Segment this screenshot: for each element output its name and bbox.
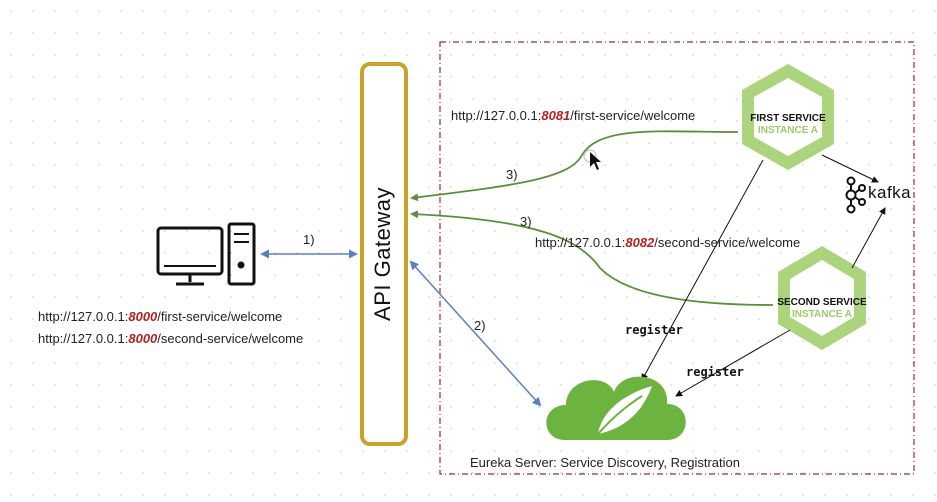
kafka-label: kafka bbox=[868, 183, 912, 202]
second-register-arrow bbox=[675, 329, 791, 397]
kafka-logo-icon bbox=[845, 176, 866, 214]
first-service-url: http://127.0.0.1:8081/first-service/welc… bbox=[451, 108, 696, 123]
client-url-second: http://127.0.0.1:8000/second-service/wel… bbox=[38, 331, 304, 346]
api-gateway-box bbox=[360, 62, 408, 446]
first-service-label: FIRST SERVICE INSTANCE A bbox=[744, 113, 832, 137]
step-3-label-second: 3) bbox=[520, 214, 532, 229]
second-service-name: SECOND SERVICE bbox=[777, 297, 867, 308]
eureka-server-label: Eureka Server: Service Discovery, Regist… bbox=[470, 455, 740, 470]
second-service-flow bbox=[410, 210, 774, 306]
register-label-first: register bbox=[625, 323, 683, 337]
service-boundary bbox=[439, 41, 915, 475]
register-label-second: register bbox=[686, 365, 744, 379]
second-service-url: http://127.0.0.1:8082/second-service/wel… bbox=[535, 235, 801, 250]
first-service-instance: INSTANCE A bbox=[758, 125, 818, 136]
gateway-eureka-arrow bbox=[409, 260, 542, 407]
first-kafka-arrow bbox=[821, 154, 879, 183]
client-url-first: http://127.0.0.1:8000/first-service/welc… bbox=[38, 309, 283, 324]
api-gateway-label: API Gateway bbox=[370, 187, 395, 321]
second-kafka-arrow bbox=[851, 207, 886, 269]
computer-icon bbox=[156, 222, 256, 286]
first-service-flow bbox=[410, 130, 739, 202]
first-service-name: FIRST SERVICE bbox=[750, 113, 826, 124]
step-2-label: 2) bbox=[474, 318, 486, 333]
step-1-label: 1) bbox=[303, 232, 315, 247]
eureka-cloud-icon bbox=[546, 376, 686, 440]
step-3-label-first: 3) bbox=[506, 167, 518, 182]
first-service-hexagon bbox=[742, 64, 834, 170]
first-register-arrow bbox=[641, 159, 764, 381]
cursor-icon bbox=[583, 149, 601, 170]
second-service-instance: INSTANCE A bbox=[792, 309, 852, 320]
second-service-hexagon bbox=[778, 246, 866, 350]
second-service-label: SECOND SERVICE INSTANCE A bbox=[772, 297, 872, 321]
